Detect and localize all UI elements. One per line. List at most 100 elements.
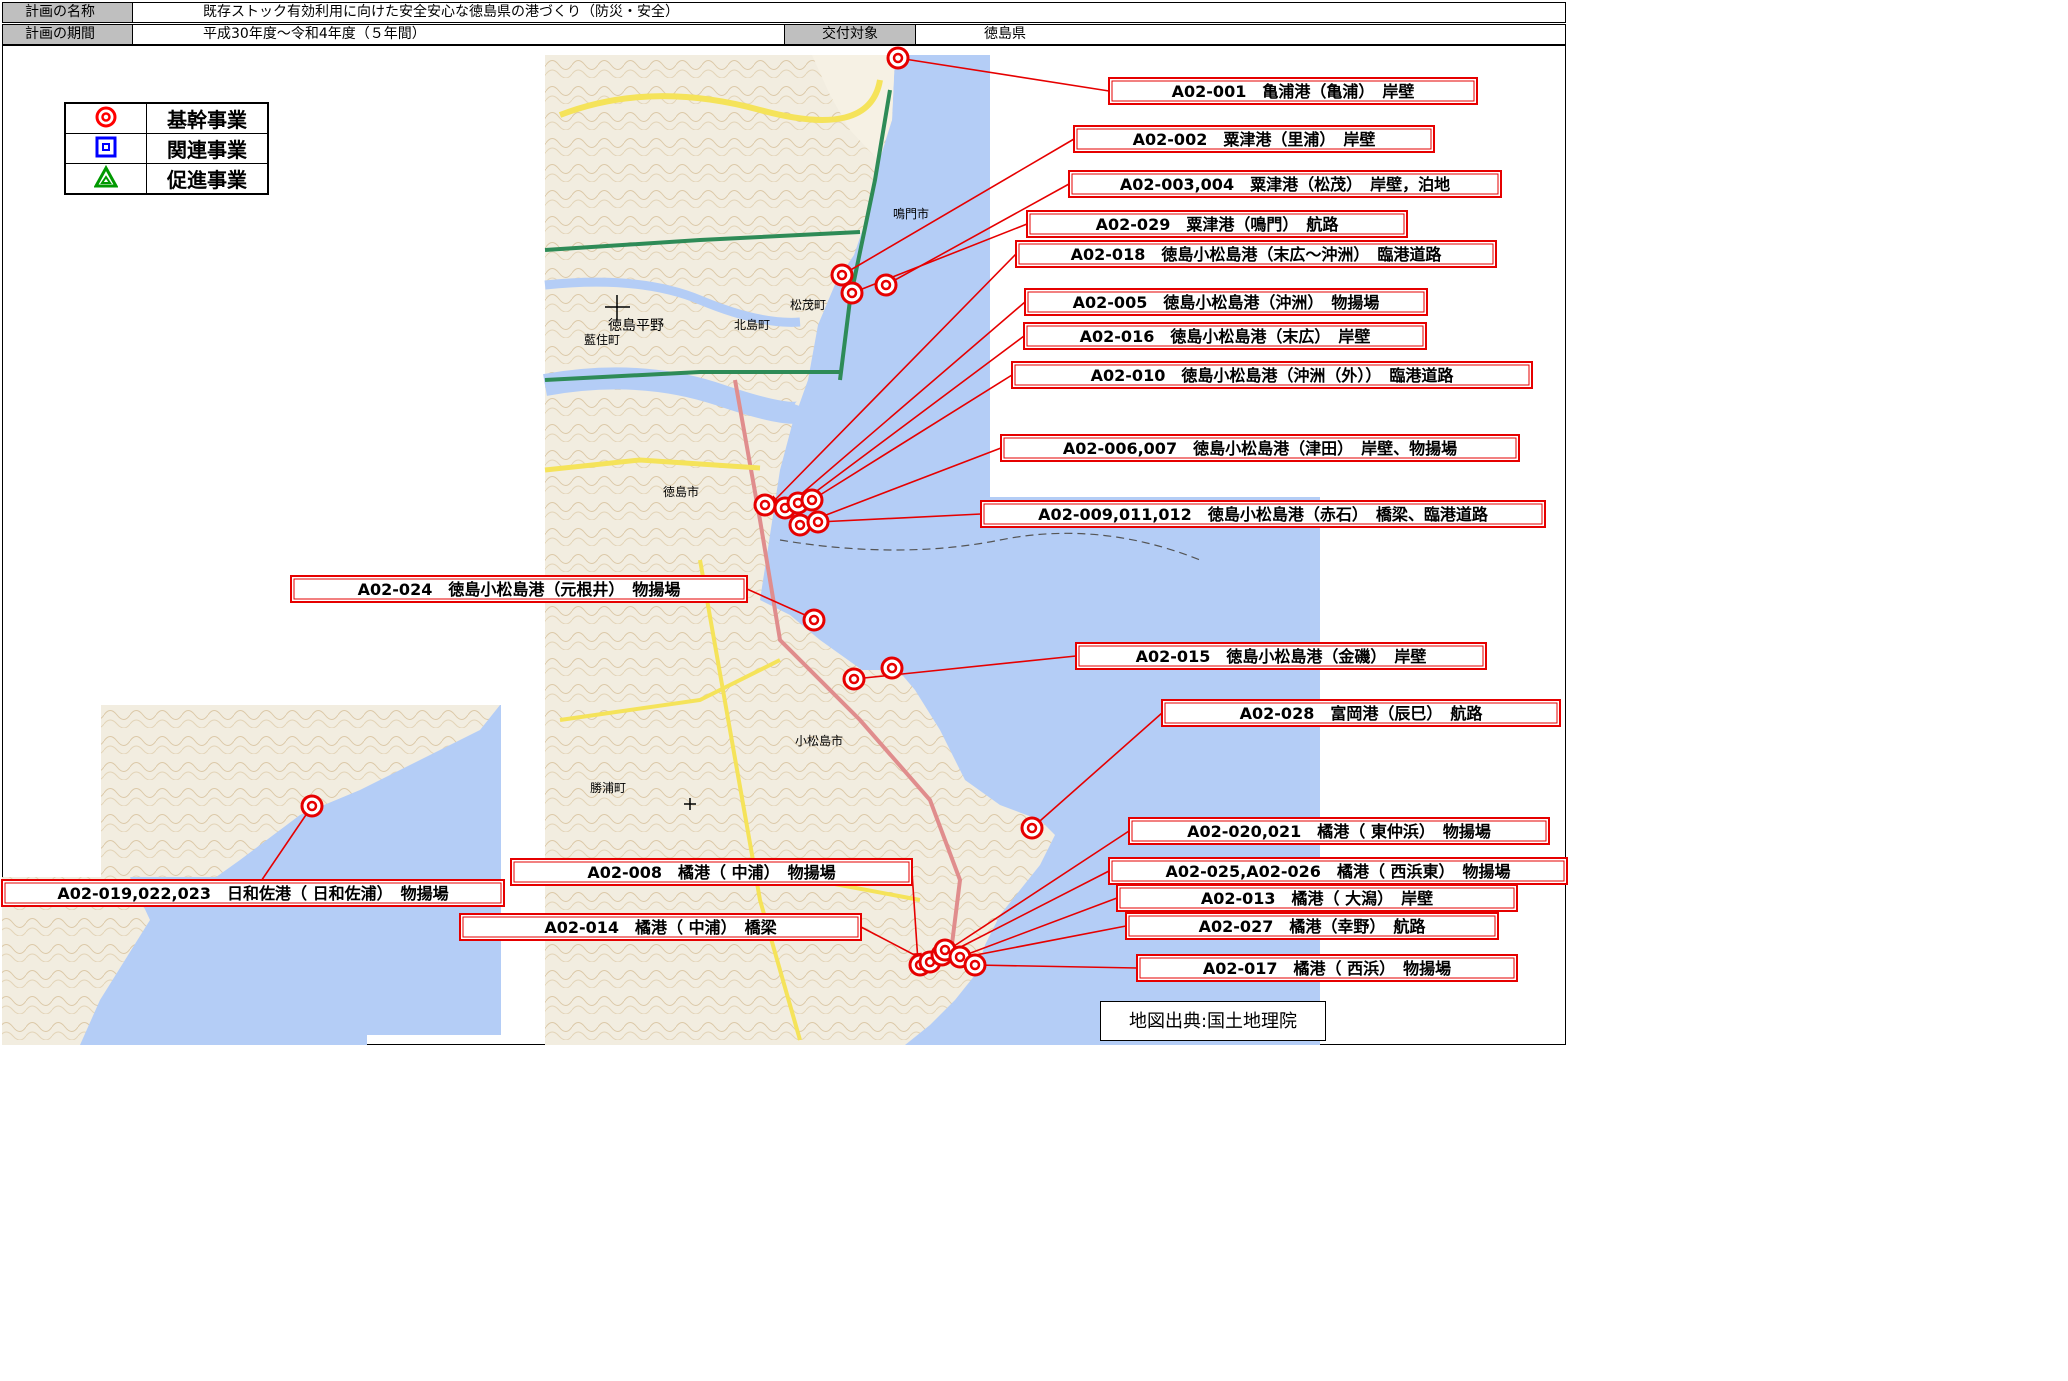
connector-line <box>252 805 313 894</box>
project-label-box: A02-003,004 粟津港（松茂） 岸壁，泊地 <box>1068 170 1502 198</box>
project-label-text: A02-024 徳島小松島港（元根井） 物揚場 <box>358 580 681 599</box>
label-box-outer <box>1068 170 1502 198</box>
label-box-outer <box>459 913 862 941</box>
core-project-marker <box>1020 816 1044 840</box>
project-label-box: A02-020,021 橘港（ 東仲浜） 物揚場 <box>1128 817 1550 845</box>
connector-line <box>897 57 1110 92</box>
project-label-box: A02-009,011,012 徳島小松島港（赤石） 橋梁、臨港道路 <box>980 500 1546 528</box>
project-markers <box>300 46 1044 977</box>
core-project-marker <box>788 513 812 537</box>
map-label: 勝浦町 <box>590 780 626 795</box>
plan-name-row: 計画の名称 既存ストック有効利用に向けた安全安心な徳島県の港づくり（防災・安全） <box>2 2 1566 23</box>
project-label-text: A02-025,A02-026 橘港（ 西浜東） 物揚場 <box>1165 862 1510 881</box>
label-box-inner <box>1111 860 1565 882</box>
project-label-text: A02-029 粟津港（鳴門） 航路 <box>1096 215 1340 234</box>
project-label-text: A02-013 橘港（ 大潟） 岸壁 <box>1201 889 1433 908</box>
core-project-marker <box>880 656 904 680</box>
sea-area-south <box>990 497 1320 1045</box>
double-square-icon <box>95 136 117 157</box>
project-label-box: A02-024 徳島小松島港（元根井） 物揚場 <box>290 575 748 603</box>
project-label-box: A02-008 橘港（ 中浦） 物揚場 <box>510 858 913 886</box>
project-label-box: A02-001 亀浦港（亀浦） 岸壁 <box>1108 77 1478 105</box>
core-project-marker <box>830 263 854 287</box>
plan-name-label: 計画の名称 <box>3 3 133 22</box>
project-label-text: A02-027 橘港（幸野） 航路 <box>1199 917 1427 936</box>
label-box-inner <box>1131 820 1547 842</box>
grant-target-value: 徳島県 <box>984 26 1026 42</box>
core-project-marker <box>886 46 910 70</box>
label-box-inner <box>293 578 745 600</box>
label-box-inner <box>1014 364 1530 386</box>
connector-line <box>944 870 1110 956</box>
project-label-text: A02-003,004 粟津港（松茂） 岸壁，泊地 <box>1120 175 1450 194</box>
label-box-inner <box>983 503 1543 525</box>
label-box-outer <box>1161 699 1561 727</box>
project-label-box: A02-013 橘港（ 大潟） 岸壁 <box>1116 884 1518 912</box>
core-project-marker <box>300 794 324 818</box>
map-label: 鳴門市 <box>893 206 929 221</box>
map-label: 徳島平野 <box>608 318 664 334</box>
connector-line <box>949 925 1127 961</box>
connector-line <box>959 897 1118 958</box>
label-box-inner <box>1164 702 1558 724</box>
connector-line <box>1031 712 1163 829</box>
legend: 基幹事業 関連事業 促進事業 <box>64 102 269 195</box>
label-box-outer <box>1011 361 1533 389</box>
project-label-box: A02-029 粟津港（鳴門） 航路 <box>1026 210 1408 238</box>
label-box-inner <box>513 861 910 883</box>
label-box-inner <box>1128 915 1496 937</box>
connector-line <box>784 301 1026 509</box>
connector-line <box>769 253 1017 506</box>
label-box-outer <box>1015 240 1497 268</box>
project-label-box: A02-027 橘港（幸野） 航路 <box>1125 912 1499 940</box>
label-box-outer <box>1023 322 1427 350</box>
double-circle-icon <box>95 106 117 127</box>
label-box-outer <box>1000 434 1520 462</box>
project-label-text: A02-001 亀浦港（亀浦） 岸壁 <box>1172 82 1415 101</box>
label-box-inner <box>1119 887 1515 909</box>
map-label: 藍住町 <box>584 333 620 347</box>
project-label-text: A02-017 橘港（ 西浜） 物揚場 <box>1203 959 1451 978</box>
label-box-inner <box>1003 437 1517 459</box>
plan-period-row: 計画の期間 平成30年度～令和4年度（５年間） 交付対象 徳島県 <box>2 24 1566 45</box>
connector-line <box>817 513 982 523</box>
core-project-marker <box>800 488 824 512</box>
project-label-text: A02-010 徳島小松島港（沖洲（外）） 臨港道路 <box>1091 366 1455 385</box>
label-box-inner <box>1111 80 1475 102</box>
river-imakiri <box>544 277 801 327</box>
map-label: 北島町 <box>734 317 770 332</box>
connector-line <box>797 335 1025 506</box>
label-box-outer <box>1108 857 1568 885</box>
label-box-inner <box>1139 957 1515 979</box>
project-label-box: A02-019,022,023 日和佐港（ 日和佐浦） 物揚場 <box>1 879 505 907</box>
project-label-text: A02-014 橘港（ 中浦） 橋梁 <box>544 918 777 937</box>
core-project-marker <box>963 953 987 977</box>
project-label-box: A02-028 富岡港（辰巳） 航路 <box>1161 699 1561 727</box>
label-box-outer <box>1026 210 1408 238</box>
label-box-outer <box>1108 77 1478 105</box>
label-box-outer <box>1125 912 1499 940</box>
map-label: 徳島市 <box>663 484 699 499</box>
project-label-box: A02-017 橘港（ 西浜） 物揚場 <box>1136 954 1518 982</box>
core-project-marker <box>842 667 866 691</box>
legend-row: 基幹事業 <box>64 102 269 134</box>
legend-label-core: 基幹事業 <box>146 102 269 134</box>
project-label-box: A02-015 徳島小松島港（金磯） 岸壁 <box>1075 642 1487 670</box>
project-label-text: A02-002 粟津港（里浦） 岸壁 <box>1133 130 1376 149</box>
project-label-text: A02-005 徳島小松島港（沖洲） 物揚場 <box>1073 293 1380 312</box>
label-box-inner <box>1027 291 1425 313</box>
label-box-outer <box>290 575 748 603</box>
connector-line <box>799 447 1002 526</box>
project-labels: A02-001 亀浦港（亀浦） 岸壁 A02-002 粟津港（里浦） 岸壁 A02-… <box>1 77 1568 982</box>
connector-line <box>841 138 1075 276</box>
core-project-marker <box>874 273 898 297</box>
label-box-inner <box>1026 325 1424 347</box>
label-box-inner <box>1078 645 1484 667</box>
legend-label-related: 関連事業 <box>146 133 269 164</box>
project-label-text: A02-019,022,023 日和佐港（ 日和佐浦） 物揚場 <box>57 884 448 903</box>
grant-target-label: 交付対象 <box>785 25 916 44</box>
core-project-marker <box>806 510 830 534</box>
label-box-outer <box>1128 817 1550 845</box>
map-canvas: 鳴門市 松茂町 北島町 藍住町 徳島平野 徳島市 小松島市 勝浦町 A02-00… <box>1 46 1568 1045</box>
core-project-marker <box>753 493 777 517</box>
